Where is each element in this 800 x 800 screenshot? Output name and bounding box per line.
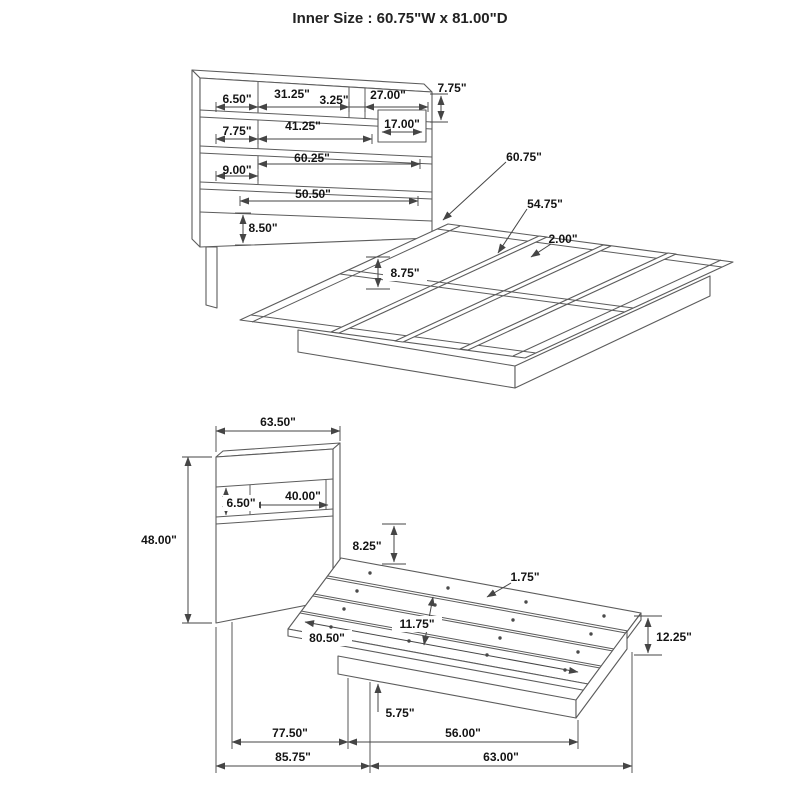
label-backplate [302, 630, 352, 646]
dim-shelf-main: 31.25" [274, 87, 310, 101]
deck-outline [239, 223, 734, 359]
dim-slat-length: 54.75" [527, 197, 563, 211]
dim-base-height: 5.75" [385, 706, 414, 720]
dim-deck-inset: 8.25" [352, 539, 381, 553]
dim-overall-length: 85.75" [275, 750, 311, 764]
headboard-front [215, 442, 341, 624]
dim-foot-section: 56.00" [445, 726, 481, 740]
cross-slat [459, 252, 677, 351]
label-backplate [383, 264, 427, 281]
dim-foot-height: 12.25" [656, 630, 692, 644]
dim-top-row-height: 7.75" [437, 81, 466, 95]
dim-platform-length: 77.50" [272, 726, 308, 740]
platform-base-foot [514, 275, 711, 389]
dim-row2-left: 7.75" [222, 124, 251, 138]
dim-row3-left: 9.00" [222, 163, 251, 177]
dim-row2-compartment: 17.00" [384, 117, 420, 131]
dim-inner-width: 60.75" [506, 150, 542, 164]
cross-slat [394, 244, 612, 343]
dim-slat-spacing-front: 11.75" [399, 617, 434, 631]
dimension-labels-top: 6.50" 31.25" 3.25" 27.00" 7.75" 7.75" 41… [222, 81, 578, 281]
dim-shelf-height: 6.50" [226, 496, 255, 510]
dim-shelf-width: 40.00" [285, 489, 321, 503]
page-title: Inner Size : 60.75"W x 81.00"D [292, 10, 508, 27]
dim-slat-thickness: 1.75" [510, 570, 539, 584]
dim-slat-spacing: 8.75" [390, 266, 419, 280]
dim-shelf-left: 6.50" [222, 92, 251, 106]
dim-lower-shelf: 50.50" [295, 187, 331, 201]
dim-headboard-base-height: 8.50" [248, 221, 277, 235]
headboard-leg [205, 246, 218, 309]
dim-shelf-divider: 3.25" [319, 93, 348, 107]
label-backplate [223, 495, 259, 511]
bed-frame-3d [239, 223, 734, 389]
front-view: 63.50" 48.00" 6.50" 40.00" 8.25" 1.75" 8… [141, 415, 692, 773]
dimension-lines-top [215, 93, 552, 290]
label-backplate [392, 616, 442, 632]
dimension-labels-bottom: 63.50" 48.00" 6.50" 40.00" 8.25" 1.75" 8… [141, 415, 692, 764]
dim-shelf-right: 27.00" [370, 88, 406, 102]
dim-foot-overall: 63.00" [483, 750, 519, 764]
dim-row2-main: 41.25" [285, 119, 321, 133]
dim-headboard-width: 63.50" [260, 415, 296, 429]
dim-row3-main: 60.25" [294, 151, 330, 165]
cross-slat [330, 235, 548, 334]
dim-inner-length: 80.50" [309, 631, 345, 645]
dim-rail-thickness: 2.00" [548, 232, 577, 246]
perspective-view: 6.50" 31.25" 3.25" 27.00" 7.75" 7.75" 41… [191, 69, 734, 389]
base-foot [575, 630, 628, 719]
dim-headboard-height: 48.00" [141, 533, 177, 547]
